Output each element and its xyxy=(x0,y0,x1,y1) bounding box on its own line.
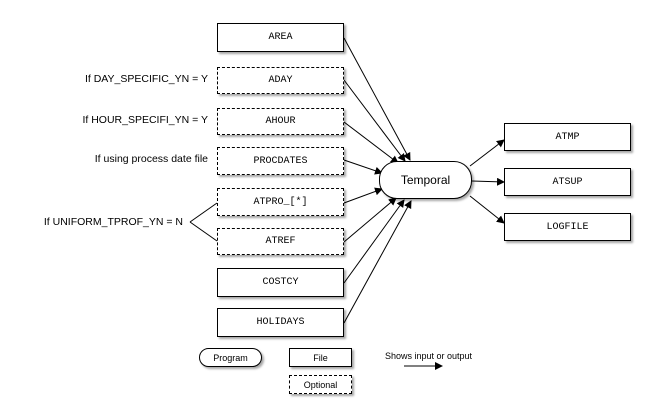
file-atmp: ATMP xyxy=(504,123,631,151)
legend-program: Program xyxy=(199,348,262,367)
condition-process-date: If using process date file xyxy=(94,153,208,165)
arrow-temporal-to-atmp xyxy=(469,139,505,167)
file-costcy: COSTCY xyxy=(217,268,344,297)
file-aday: ADAY xyxy=(217,67,344,94)
legend-arrow-label: Shows input or output xyxy=(385,351,473,361)
condition-uniform-tprof: If UNIFORM_TPROF_YN = N xyxy=(43,216,183,228)
bracket-upper xyxy=(189,202,218,223)
legend-file: File xyxy=(289,348,352,367)
arrow-holidays-to-temporal xyxy=(343,200,412,324)
arrow-ahour-to-temporal xyxy=(343,121,399,164)
file-holidays: HOLIDAYS xyxy=(217,308,344,337)
file-area: AREA xyxy=(217,23,344,52)
arrow-aday-to-temporal xyxy=(343,79,406,162)
file-atref: ATREF xyxy=(217,228,344,255)
file-logfile: LOGFILE xyxy=(504,213,631,241)
arrow-atpro-to-temporal xyxy=(343,187,383,204)
program-temporal: Temporal xyxy=(379,161,472,199)
file-procdates: PROCDATES xyxy=(217,147,344,175)
file-ahour: AHOUR xyxy=(217,108,344,135)
arrow-procdates-to-temporal xyxy=(343,159,383,175)
file-atpro: ATPRO_[*] xyxy=(217,188,344,216)
legend-optional: Optional xyxy=(289,375,352,394)
arrow-temporal-to-logfile xyxy=(469,195,505,224)
arrow-costcy-to-temporal xyxy=(343,199,405,284)
arrow-temporal-to-atsup xyxy=(471,177,505,186)
file-atsup: ATSUP xyxy=(504,168,631,196)
condition-hour-specific: If HOUR_SPECIFI_YN = Y xyxy=(82,114,208,126)
arrow-atref-to-temporal xyxy=(343,197,397,243)
arrow-area-to-temporal xyxy=(343,37,411,161)
bracket-lower xyxy=(189,221,218,242)
condition-day-specific: If DAY_SPECIFIC_YN = Y xyxy=(84,73,208,85)
